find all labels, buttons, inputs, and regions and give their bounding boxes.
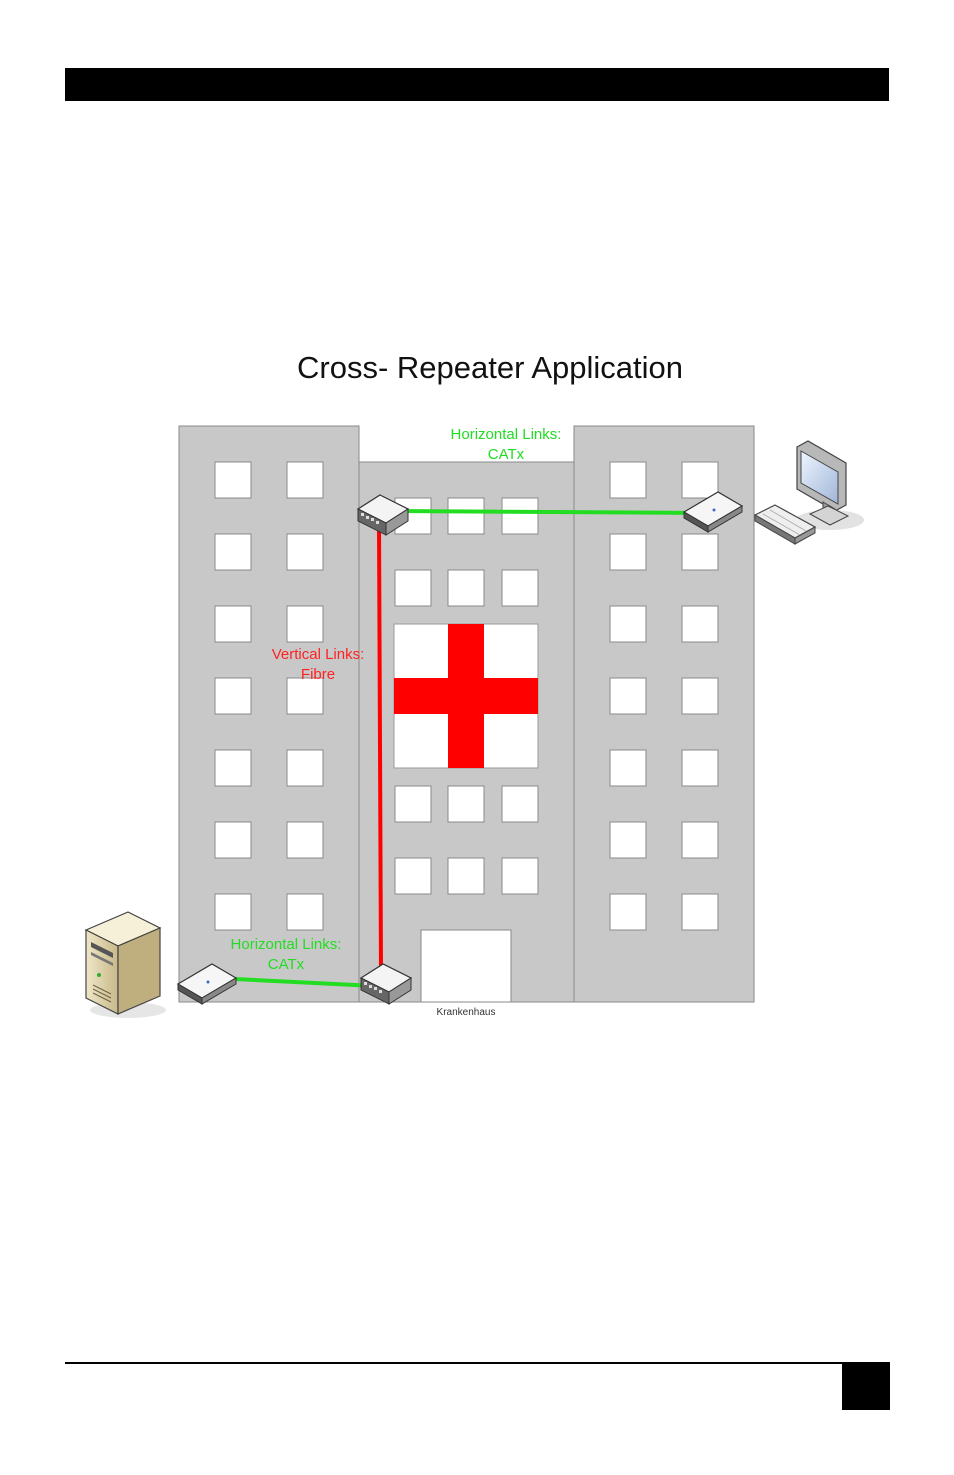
window — [609, 461, 647, 499]
top-link-label-line1: Horizontal Links: — [451, 426, 562, 443]
window — [214, 749, 252, 787]
window — [286, 677, 324, 715]
window — [681, 461, 719, 499]
window — [681, 893, 719, 931]
window — [286, 605, 324, 643]
window — [609, 605, 647, 643]
vertical-link-label-line1: Vertical Links: — [272, 646, 365, 663]
window — [214, 533, 252, 571]
window — [214, 605, 252, 643]
bottom-link-label-line1: Horizontal Links: — [231, 936, 342, 953]
diagram-title: Cross- Repeater Application — [297, 350, 683, 385]
window — [681, 749, 719, 787]
window — [214, 893, 252, 931]
left-tower — [178, 425, 360, 1003]
window — [681, 677, 719, 715]
window — [286, 749, 324, 787]
window — [286, 533, 324, 571]
window — [447, 497, 485, 535]
vertical-fibre-link — [377, 521, 383, 973]
window — [609, 749, 647, 787]
window — [609, 893, 647, 931]
cross-repeater-icon — [356, 494, 410, 536]
right-tower-windows — [609, 461, 719, 931]
left-tower-windows — [214, 461, 324, 931]
top-link-label-line2: CATx — [488, 446, 525, 463]
window — [286, 821, 324, 859]
building-name: Krankenhaus — [437, 1007, 496, 1018]
cross-repeater-icon — [359, 963, 413, 1005]
window — [681, 533, 719, 571]
window — [286, 461, 324, 499]
window — [214, 677, 252, 715]
window — [394, 569, 432, 607]
window — [501, 497, 539, 535]
entrance-door — [420, 929, 512, 1003]
window — [501, 857, 539, 895]
window — [501, 785, 539, 823]
kvm-extender-icon — [176, 963, 238, 1005]
building — [178, 425, 755, 1003]
window — [394, 857, 432, 895]
window — [501, 569, 539, 607]
red-cross-icon — [394, 624, 538, 768]
bottom-catx-link — [214, 976, 376, 988]
monitor-keyboard-icon — [753, 440, 864, 545]
footer-rule — [65, 1362, 890, 1364]
window — [214, 821, 252, 859]
window — [609, 677, 647, 715]
window — [447, 569, 485, 607]
window — [681, 821, 719, 859]
window — [447, 857, 485, 895]
window — [609, 821, 647, 859]
bottom-link-label-line2: CATx — [268, 956, 305, 973]
window — [447, 785, 485, 823]
window — [286, 893, 324, 931]
header-bar — [65, 68, 889, 101]
kvm-extender-icon — [682, 491, 744, 533]
window — [609, 533, 647, 571]
window — [214, 461, 252, 499]
window — [681, 605, 719, 643]
server-tower-icon — [84, 911, 166, 1018]
vertical-link-label-line2: Fibre — [301, 666, 335, 683]
page-number-box — [842, 1363, 890, 1410]
top-catx-link — [394, 509, 706, 515]
window — [394, 785, 432, 823]
